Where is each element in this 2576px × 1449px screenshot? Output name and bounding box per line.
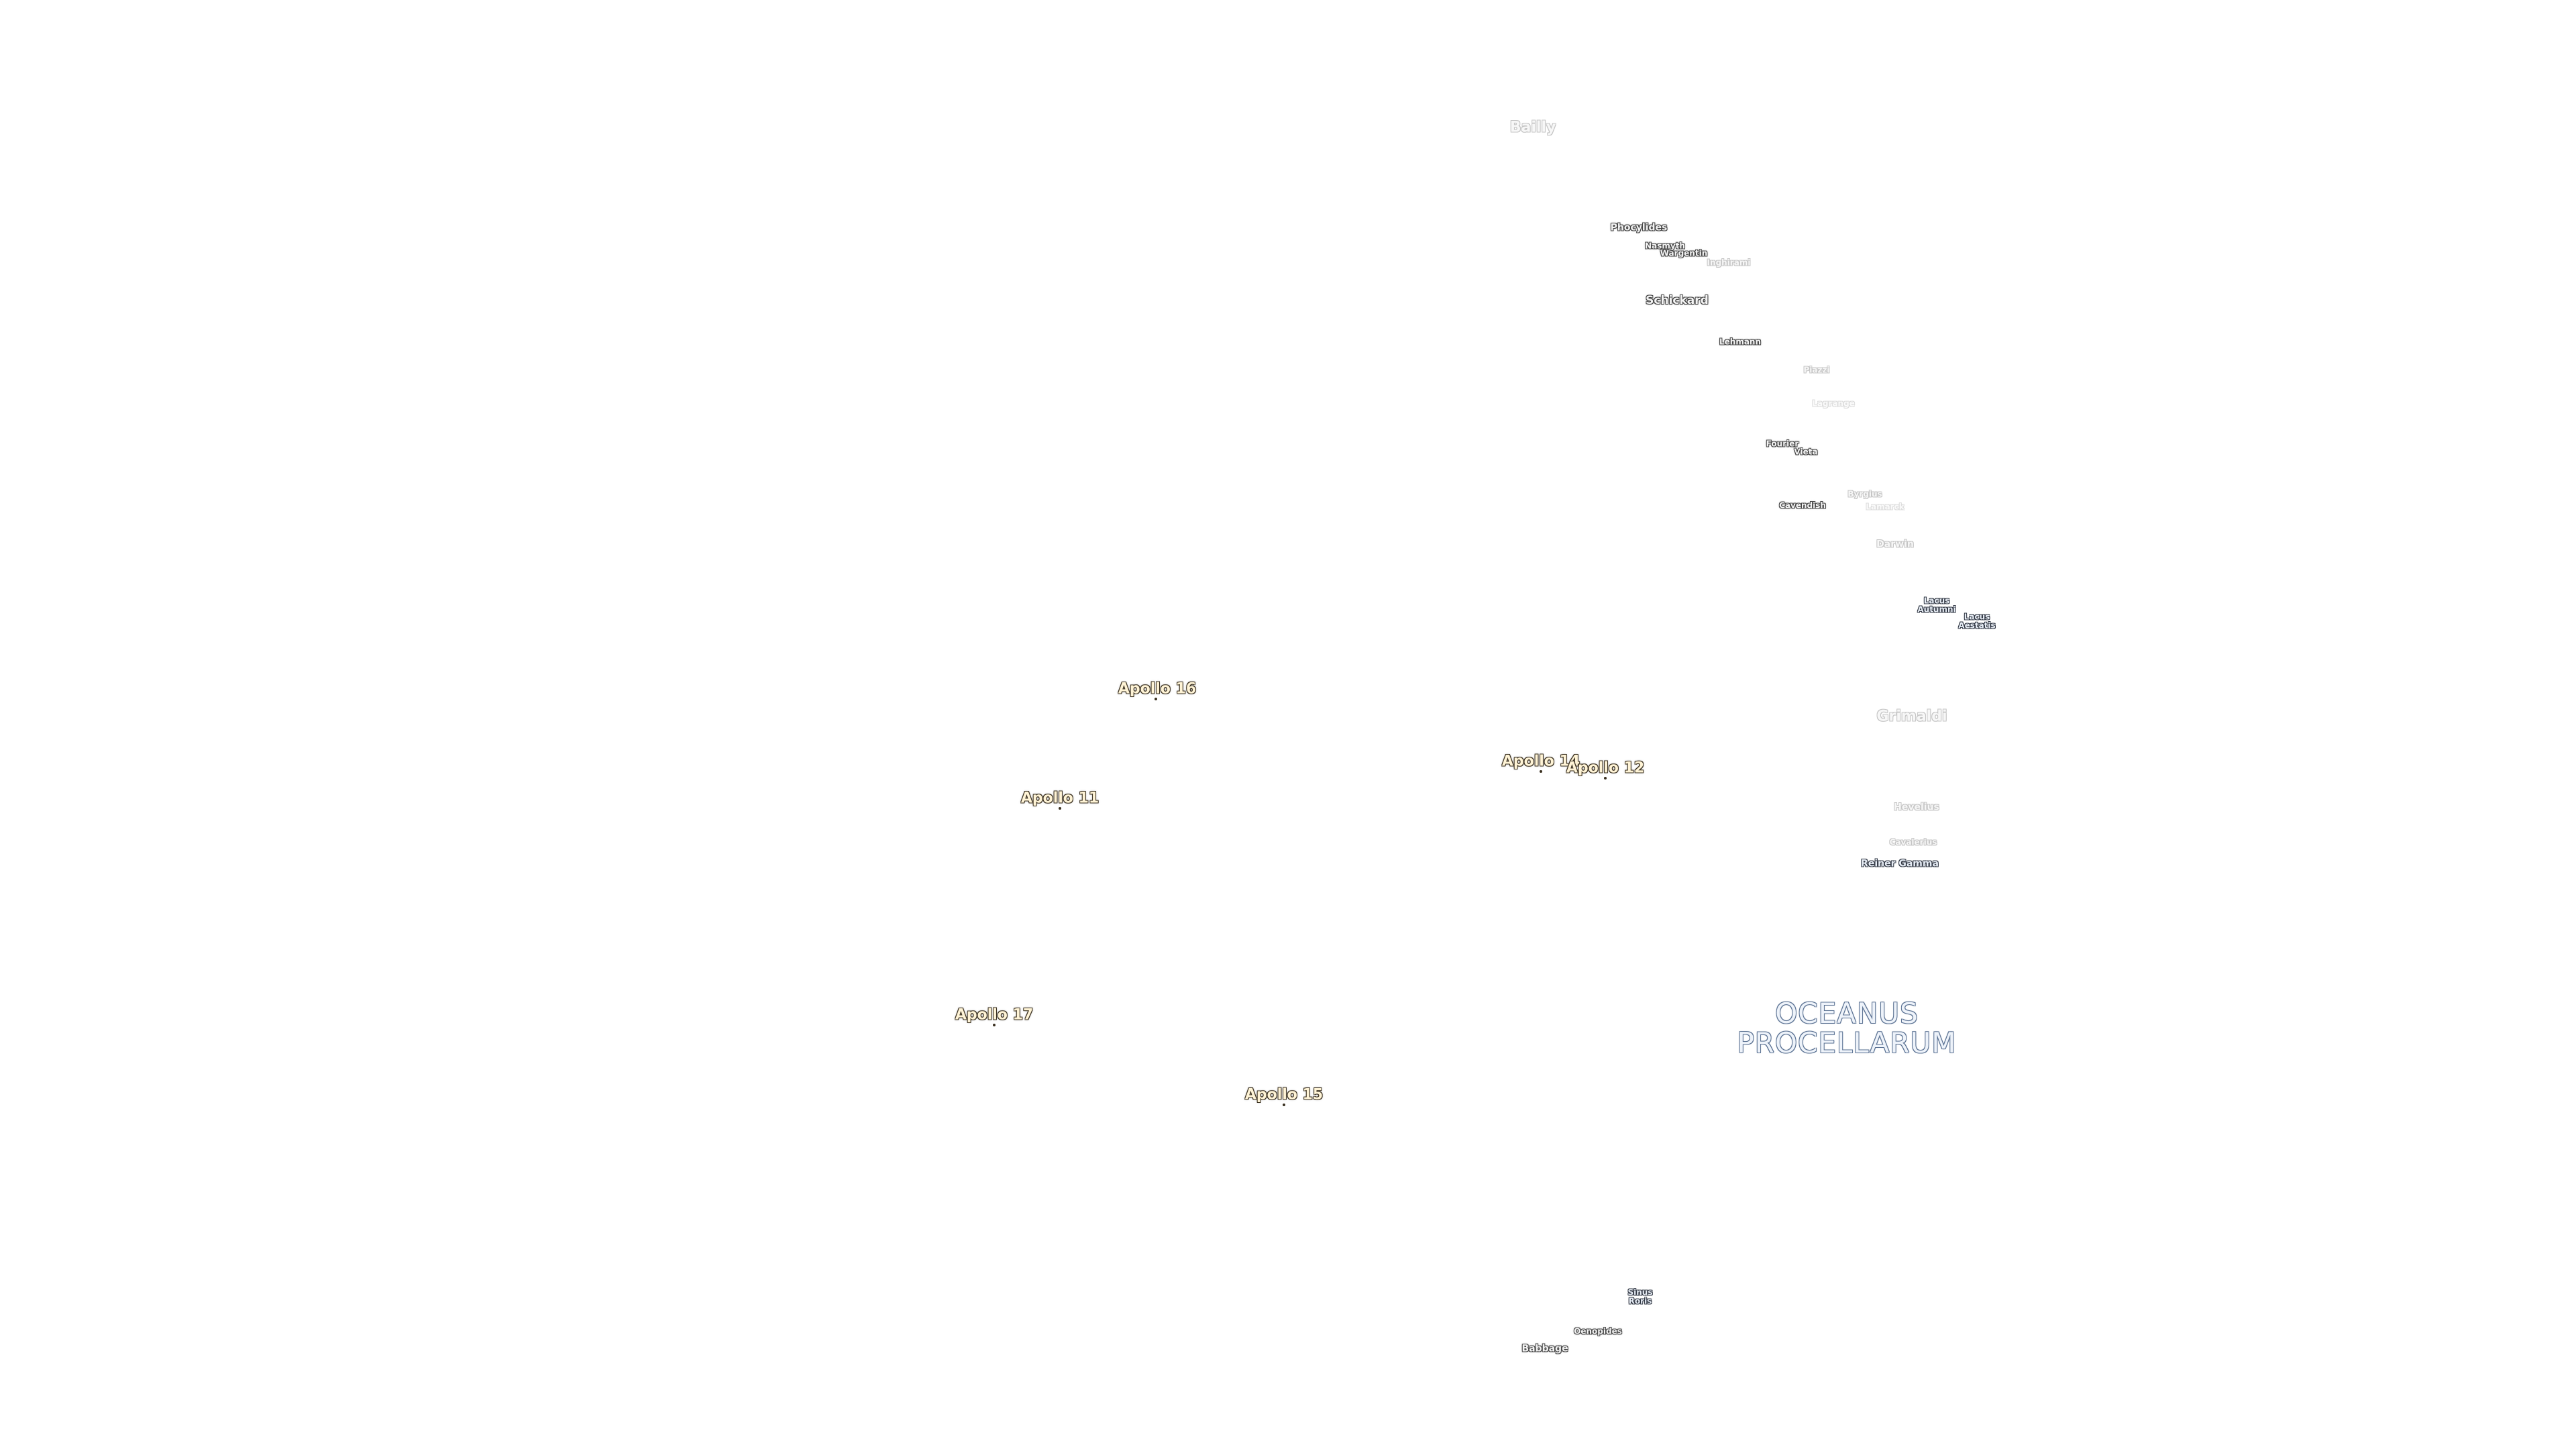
- crater-label-reiner-gamma[interactable]: Reiner Gamma: [1861, 858, 1939, 869]
- apollo-15-marker[interactable]: [1283, 1104, 1285, 1106]
- sinus-roris-line1: Sinus: [1627, 1287, 1653, 1297]
- crater-label-wargentin[interactable]: Wargentin: [1660, 248, 1708, 258]
- apollo-17-label[interactable]: Apollo 17: [955, 1006, 1034, 1024]
- lacus-aestatis-line2: Aestatis: [1958, 621, 1996, 630]
- crater-label-fourier[interactable]: Fourier: [1766, 439, 1799, 449]
- apollo-11-marker[interactable]: [1059, 807, 1061, 810]
- crater-label-vieta[interactable]: Vieta: [1794, 447, 1818, 457]
- sinus-roris-line2: Roris: [1628, 1296, 1652, 1305]
- apollo-16-label[interactable]: Apollo 16: [1118, 680, 1197, 698]
- crater-label-phocylides[interactable]: Phocylides: [1610, 222, 1668, 233]
- apollo-11-label[interactable]: Apollo 11: [1020, 790, 1099, 807]
- crater-label-piazzi[interactable]: Piazzi: [1803, 365, 1830, 375]
- apollo-14-label[interactable]: Apollo 14: [1501, 753, 1580, 770]
- apollo-12-label[interactable]: Apollo 12: [1566, 759, 1645, 777]
- crater-label-lacus-autumni[interactable]: Lacus Autumni: [1917, 596, 1955, 613]
- apollo-12-marker[interactable]: [1604, 777, 1607, 780]
- lacus-autumni-line2: Autumni: [1917, 604, 1956, 614]
- apollo-15-label[interactable]: Apollo 15: [1244, 1086, 1324, 1104]
- lacus-autumni-line1: Lacus: [1923, 596, 1950, 606]
- oceanus-line1: OCEANUS: [1775, 996, 1919, 1030]
- crater-label-schickard[interactable]: Schickard: [1646, 294, 1709, 308]
- crater-label-inghirami[interactable]: Inghirami: [1707, 258, 1751, 268]
- crater-label-babbage[interactable]: Babbage: [1521, 1343, 1568, 1354]
- crater-label-lamarck[interactable]: Lamarck: [1866, 502, 1904, 512]
- crater-label-sinus-roris[interactable]: Sinus Roris: [1628, 1288, 1653, 1305]
- mare-label-oceanus-procellarum[interactable]: OCEANUS PROCELLARUM: [1737, 996, 1957, 1059]
- crater-label-lehmann[interactable]: Lehmann: [1719, 337, 1762, 347]
- crater-label-cavalerius[interactable]: Cavalerius: [1889, 837, 1937, 847]
- apollo-16-marker[interactable]: [1155, 698, 1157, 700]
- apollo-17-marker[interactable]: [993, 1024, 996, 1026]
- crater-label-nasmyth[interactable]: Nasmyth: [1645, 241, 1685, 251]
- crater-label-grimaldi[interactable]: Grimaldi: [1876, 708, 1947, 725]
- crater-label-lagrange[interactable]: Lagrange: [1812, 398, 1855, 409]
- crater-label-oenopides[interactable]: Oenopides: [1574, 1326, 1622, 1336]
- oceanus-line2: PROCELLARUM: [1737, 1026, 1957, 1059]
- crater-label-byrgius[interactable]: Byrgius: [1847, 489, 1882, 499]
- crater-label-bailly[interactable]: Bailly: [1509, 119, 1556, 136]
- crater-label-lacus-aestatis[interactable]: Lacus Aestatis: [1958, 612, 1995, 629]
- lacus-aestatis-line1: Lacus: [1964, 612, 1990, 622]
- crater-label-darwin[interactable]: Darwin: [1876, 539, 1914, 550]
- crater-label-hevelius[interactable]: Hevelius: [1894, 802, 1939, 813]
- crater-label-cavendish[interactable]: Cavendish: [1779, 500, 1826, 511]
- apollo-14-marker[interactable]: [1540, 770, 1542, 773]
